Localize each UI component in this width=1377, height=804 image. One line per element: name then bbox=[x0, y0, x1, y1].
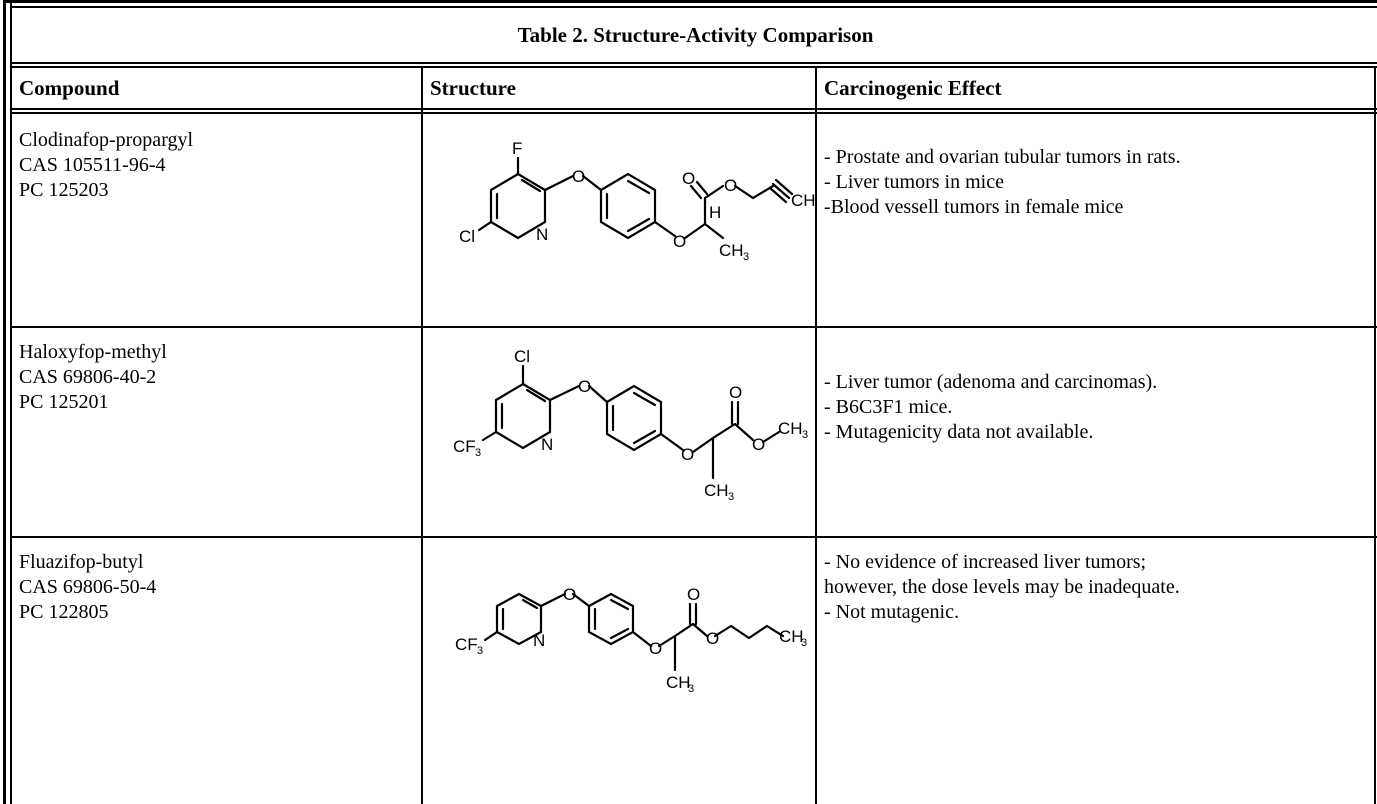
atom-label: CH bbox=[779, 627, 804, 646]
compound-name: Fluazifop-butyl bbox=[19, 551, 144, 573]
atom-label: Cl bbox=[459, 227, 475, 246]
effect-line: -Blood vessell tumors in female mice bbox=[824, 196, 1124, 218]
atom-label: O bbox=[752, 435, 765, 454]
title-bottom-border-1 bbox=[10, 62, 1377, 64]
header-bottom-border-2 bbox=[10, 112, 1377, 114]
atom-label: O bbox=[706, 629, 719, 648]
row3-compound-cell: Fluazifop-butyl CAS 69806-50-4 PC 122805 bbox=[19, 550, 156, 625]
table-title: Table 2. Structure-Activity Comparison bbox=[517, 22, 874, 47]
atom-label: CH bbox=[791, 191, 815, 210]
atom-label: CH bbox=[778, 419, 803, 438]
atom-label: F bbox=[512, 139, 522, 158]
atom-label: O bbox=[572, 167, 585, 186]
compound-name: Clodinafop-propargyl bbox=[19, 129, 194, 151]
header-compound: Compound bbox=[19, 75, 120, 100]
atom-label: CF bbox=[455, 635, 478, 654]
compound-pc: PC 125201 bbox=[19, 391, 109, 413]
atom-label: Cl bbox=[514, 347, 530, 366]
atom-label: CF bbox=[453, 437, 476, 456]
header-structure: Structure bbox=[430, 75, 516, 100]
outer-left-border-1 bbox=[3, 0, 6, 804]
top-border-2 bbox=[10, 6, 1377, 8]
atom-subscript: 3 bbox=[802, 429, 808, 441]
effect-line: - Mutagenicity data not available. bbox=[824, 421, 1094, 443]
effect-line: - Not mutagenic. bbox=[824, 601, 959, 623]
atom-label: N bbox=[536, 225, 548, 244]
atom-label: O bbox=[563, 585, 576, 604]
title-bottom-border-2 bbox=[10, 66, 1377, 68]
compound-pc: PC 125203 bbox=[19, 179, 109, 201]
row3-effect-cell: - No evidence of increased liver tumors;… bbox=[824, 550, 1180, 625]
effect-line: - B6C3F1 mice. bbox=[824, 396, 953, 418]
structure-haloxyfop-methyl: Cl O N CF 3 O O O CH 3 CH 3 bbox=[453, 347, 808, 503]
atom-label: O bbox=[681, 445, 694, 464]
atom-label: O bbox=[729, 383, 742, 402]
atom-subscript: 3 bbox=[743, 251, 749, 263]
column-divider-2 bbox=[815, 66, 817, 804]
atom-label: CH bbox=[704, 481, 729, 500]
atom-subscript: 3 bbox=[728, 491, 734, 503]
atom-subscript: 3 bbox=[475, 447, 481, 459]
compound-cas: CAS 69806-40-2 bbox=[19, 366, 157, 388]
compound-name: Haloxyfop-methyl bbox=[19, 341, 167, 363]
atom-label: O bbox=[682, 169, 695, 188]
column-divider-1 bbox=[421, 66, 423, 804]
right-edge-line bbox=[1374, 66, 1376, 804]
header-carcinogenic-effect: Carcinogenic Effect bbox=[824, 75, 1002, 100]
atom-label: O bbox=[687, 585, 700, 604]
atom-label: O bbox=[724, 176, 737, 195]
atom-label: H bbox=[709, 203, 721, 222]
structure-fluazifop-butyl: O N CF 3 O O O CH 3 CH 3 bbox=[455, 585, 807, 695]
atom-subscript: 3 bbox=[801, 637, 807, 649]
effect-line: - No evidence of increased liver tumors; bbox=[824, 551, 1147, 573]
atom-label: O bbox=[649, 639, 662, 658]
row2-bottom-border bbox=[10, 536, 1377, 538]
atom-subscript: 3 bbox=[477, 645, 483, 657]
outer-left-border-2 bbox=[10, 0, 12, 804]
row1-bottom-border bbox=[10, 326, 1377, 328]
atom-subscript: 3 bbox=[688, 683, 694, 695]
structure-clodinafop-propargyl: F O N Cl O O O H CH CH 3 bbox=[459, 139, 815, 263]
atom-label: O bbox=[673, 232, 686, 251]
top-border-1 bbox=[3, 0, 1377, 3]
header-bottom-border-1 bbox=[10, 108, 1377, 110]
effect-line: - Prostate and ovarian tubular tumors in… bbox=[824, 146, 1181, 168]
compound-cas: CAS 105511-96-4 bbox=[19, 154, 166, 176]
row1-compound-cell: Clodinafop-propargyl CAS 105511-96-4 PC … bbox=[19, 128, 193, 203]
atom-label: N bbox=[541, 435, 553, 454]
row2-compound-cell: Haloxyfop-methyl CAS 69806-40-2 PC 12520… bbox=[19, 340, 167, 415]
effect-line: - Liver tumor (adenoma and carcinomas). bbox=[824, 371, 1158, 393]
atom-label: CH bbox=[666, 673, 691, 692]
atom-label: O bbox=[578, 377, 591, 396]
compound-pc: PC 122805 bbox=[19, 601, 109, 623]
compound-cas: CAS 69806-50-4 bbox=[19, 576, 157, 598]
effect-line: - Liver tumors in mice bbox=[824, 171, 1004, 193]
effect-line: however, the dose levels may be inadequa… bbox=[824, 576, 1180, 598]
row1-effect-cell: - Prostate and ovarian tubular tumors in… bbox=[824, 145, 1181, 220]
atom-label: CH bbox=[719, 241, 744, 260]
row2-effect-cell: - Liver tumor (adenoma and carcinomas). … bbox=[824, 370, 1157, 445]
atom-label: N bbox=[533, 631, 545, 650]
